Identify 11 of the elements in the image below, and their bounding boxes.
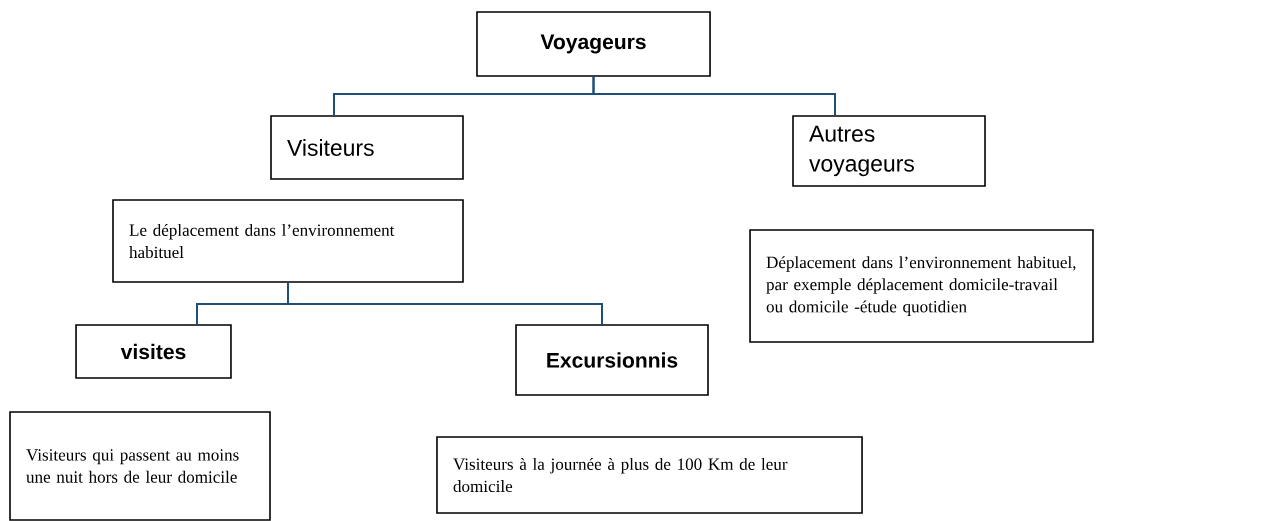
- connector-line: [592, 75, 836, 117]
- description-box: Visiteurs à la journée à plus de 100 Km de leur domicile: [436, 436, 863, 514]
- description-box: Le déplacement dans l’environnement habituel: [112, 199, 464, 283]
- connector-line: [287, 281, 603, 326]
- description-box: Déplacement dans l’environnement habituel, par exemple déplacement domicile-travail ou domicile -étude quotidien: [749, 229, 1094, 343]
- category-box: Excursionnis: [515, 324, 709, 396]
- category-box: Autres voyageurs: [792, 115, 986, 187]
- category-box: Voyageurs: [476, 11, 711, 77]
- description-box: Visiteurs qui passent au moins une nuit hors de leur domicile: [9, 411, 271, 521]
- category-box: Visiteurs: [270, 115, 464, 180]
- category-box: visites: [75, 324, 232, 379]
